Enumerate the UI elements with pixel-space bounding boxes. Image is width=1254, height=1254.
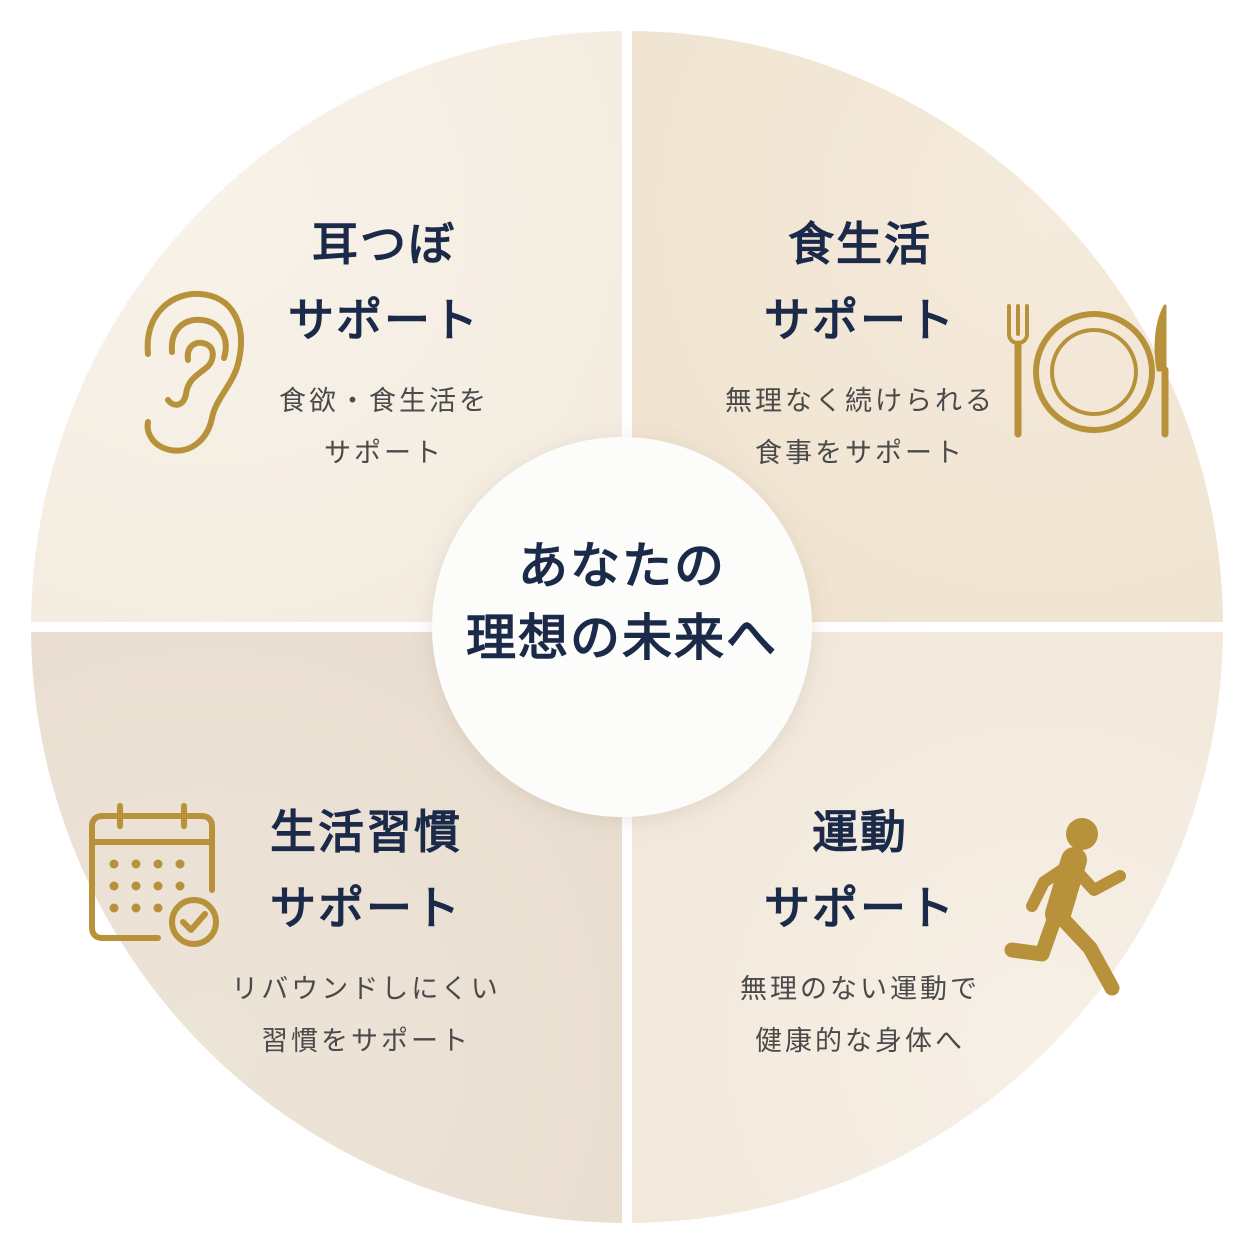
quadrant-description: 無理のない運動で (740, 974, 980, 1005)
quadrant-description: 無理なく続けられる (725, 386, 995, 417)
center-line-2: 理想の未来へ (466, 608, 778, 667)
running-person-icon (1004, 818, 1126, 996)
center-circle (432, 437, 812, 817)
quadrant-exercise-text: 運動 サポート 無理のない運動で 健康的な身体へ (710, 794, 1010, 1068)
quadrant-title: 生活習慣 (270, 805, 462, 859)
quadrant-description: サポート (324, 438, 444, 469)
plate-utensils-icon (1007, 304, 1169, 438)
quadrant-title: 食生活 (788, 217, 932, 271)
quadrant-title-support: サポート (764, 293, 956, 347)
quadrant-description: 健康的な身体へ (755, 1026, 965, 1057)
calendar-check-icon (89, 803, 219, 947)
quadrant-ear-text: 耳つぼ サポート 食欲・食生活を サポート (234, 206, 534, 480)
quadrant-habits-text: 生活習慣 サポート リバウンドしにくい 習慣をサポート (216, 794, 516, 1068)
quadrant-title-support: サポート (288, 293, 480, 347)
quadrant-top-right (627, 31, 1223, 627)
quadrant-diet-text: 食生活 サポート 無理なく続けられる 食事をサポート (700, 206, 1020, 480)
quadrant-title: 運動 (812, 805, 908, 859)
quadrant-description: 食欲・食生活を (279, 386, 489, 417)
center-message: あなたの 理想の未来へ (432, 530, 812, 674)
quadrant-bottom-right (627, 627, 1223, 1223)
quadrant-description: 食事をサポート (755, 438, 965, 469)
quadrant-title-support: サポート (270, 881, 462, 935)
quadrant-bottom-left (31, 627, 627, 1223)
ear-icon (144, 290, 244, 454)
quadrant-title: 耳つぼ (312, 217, 456, 271)
center-line-1: あなたの (518, 536, 726, 595)
quadrant-top-left (31, 31, 627, 627)
quadrant-description: 習慣をサポート (261, 1026, 471, 1057)
quadrant-title-support: サポート (764, 881, 956, 935)
quadrant-description: リバウンドしにくい (231, 974, 501, 1005)
